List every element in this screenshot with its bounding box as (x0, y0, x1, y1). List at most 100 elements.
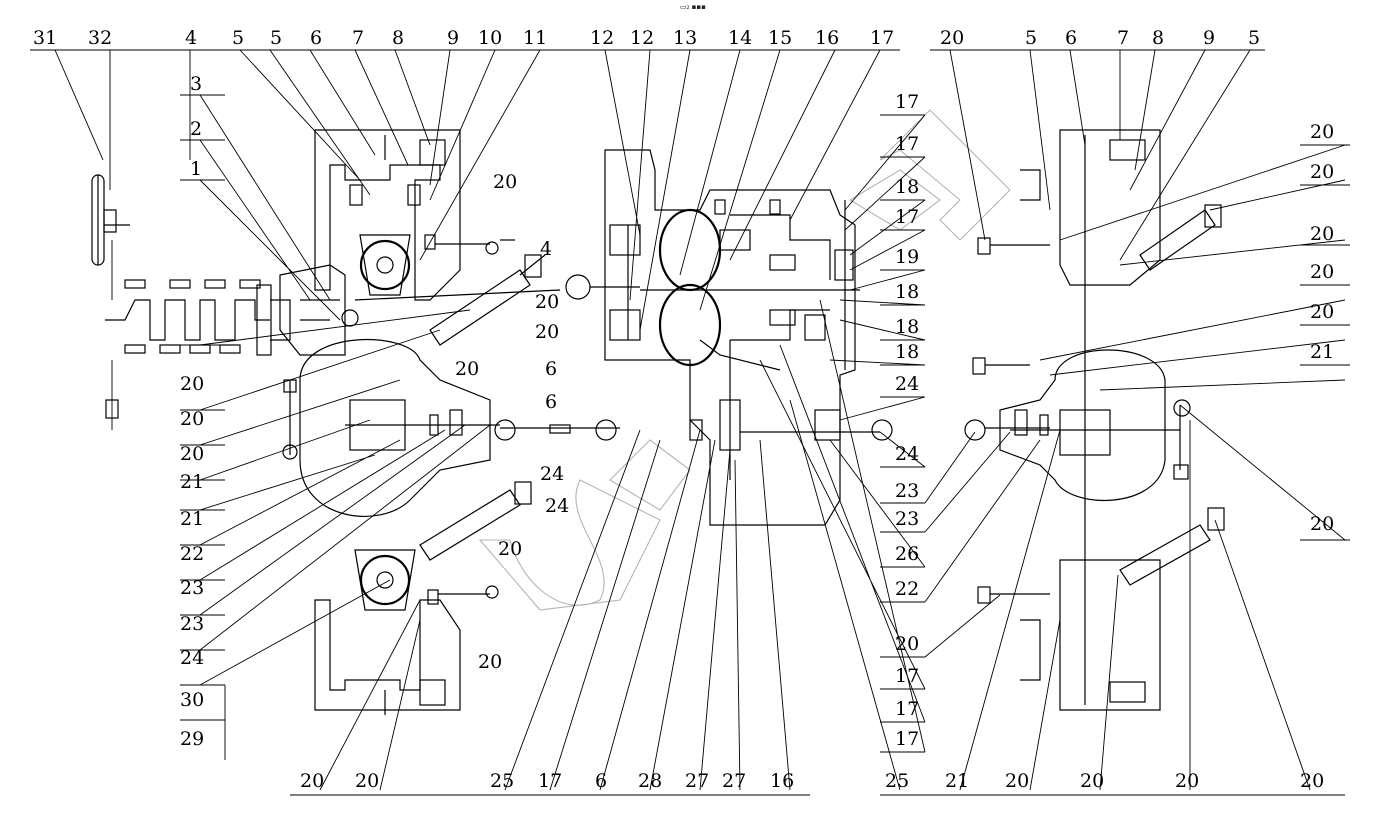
label-bottom: 25 (885, 770, 909, 792)
mid-labels: 20 4 20 20 20 6 6 24 24 20 20 17 17 18 1… (455, 91, 919, 750)
label-left: 24 (180, 647, 204, 669)
label-mid: 20 (493, 171, 517, 193)
label-right: 20 (1310, 513, 1334, 535)
label-left: 20 (180, 443, 204, 465)
label-top: 9 (447, 27, 459, 49)
transmission-central (604, 149, 860, 526)
right-leaders (1039, 144, 1346, 541)
propeller-shafts (354, 274, 1050, 441)
label-top: 13 (673, 27, 697, 49)
label-mid: 6 (545, 391, 557, 413)
label-mid: 6 (545, 358, 557, 380)
label-left: 21 (180, 471, 204, 493)
label-top: 5 (232, 27, 244, 49)
label-bottom: 16 (770, 770, 794, 792)
left-leaders (199, 94, 491, 686)
left-label-column: 3 2 1 20 20 20 21 21 22 23 23 24 30 29 (180, 73, 226, 760)
label-right: 20 (1310, 161, 1334, 183)
label-left: 23 (180, 577, 204, 599)
label-top: 5 (1248, 27, 1260, 49)
label-top: 32 (88, 27, 112, 49)
label-top: 10 (478, 27, 502, 49)
label-left: 20 (180, 373, 204, 395)
label-mid: 17 (895, 91, 919, 113)
label-bottom: 20 (1005, 770, 1029, 792)
label-top: 9 (1203, 27, 1215, 49)
label-top: 7 (1117, 27, 1129, 49)
label-left: 22 (180, 543, 204, 565)
label-mid: 23 (895, 480, 919, 502)
label-top: 6 (310, 27, 322, 49)
watermark-outline (478, 109, 1011, 611)
label-bottom: 17 (538, 770, 562, 792)
label-bottom: 28 (638, 770, 662, 792)
bottom-leaders (319, 399, 1311, 791)
label-bottom: 20 (1080, 770, 1104, 792)
label-mid: 17 (895, 133, 919, 155)
engine-crankshaft (91, 174, 359, 430)
label-bottom: 21 (945, 770, 969, 792)
label-bottom: 20 (300, 770, 324, 792)
differential-right (999, 349, 1191, 502)
label-mid: 17 (895, 698, 919, 720)
label-bottom: 25 (490, 770, 514, 792)
label-bottom: 6 (595, 770, 607, 792)
wheel-hub-front-left (314, 129, 515, 301)
label-left: 23 (180, 613, 204, 635)
label-left: 2 (190, 118, 202, 140)
label-mid: 26 (895, 543, 919, 565)
steering-cylinders (419, 204, 1225, 586)
label-mid: 20 (455, 358, 479, 380)
label-top: 15 (768, 27, 792, 49)
label-top: 12 (590, 27, 614, 49)
label-bottom: 27 (722, 770, 746, 792)
label-mid: 24 (895, 373, 919, 395)
label-mid: 20 (535, 291, 559, 313)
label-left: 20 (180, 408, 204, 430)
label-top: 8 (392, 27, 404, 49)
label-top: 11 (523, 27, 547, 49)
label-left: 3 (190, 73, 202, 95)
label-bottom: 20 (1175, 770, 1199, 792)
axle-right (972, 129, 1161, 711)
label-top: 5 (270, 27, 282, 49)
label-mid: 20 (498, 538, 522, 560)
label-top: 16 (815, 27, 839, 49)
label-top: 7 (352, 27, 364, 49)
label-top: 8 (1152, 27, 1164, 49)
header-mark: ▭₂ ▪▪▪ (680, 3, 706, 11)
label-bottom: 27 (685, 770, 709, 792)
label-top: 5 (1025, 27, 1037, 49)
label-bottom: 20 (355, 770, 379, 792)
label-bottom: 20 (1300, 770, 1324, 792)
label-mid: 20 (535, 321, 559, 343)
label-left: 29 (180, 728, 204, 750)
wheel-hub-rear-left (314, 549, 499, 715)
label-right: 20 (1310, 223, 1334, 245)
label-mid: 23 (895, 508, 919, 530)
label-mid: 18 (895, 316, 919, 338)
label-right: 21 (1310, 341, 1334, 363)
label-top: 17 (870, 27, 894, 49)
label-mid: 17 (895, 206, 919, 228)
differential-left (282, 338, 500, 517)
label-top: 31 (33, 27, 57, 49)
mid-label-underlines (759, 114, 1041, 753)
label-top: 14 (728, 27, 752, 49)
label-mid: 19 (895, 246, 919, 268)
top-leaders (54, 49, 1251, 331)
top-label-row: 31 32 4 5 5 6 7 8 9 10 11 12 12 13 14 15… (30, 27, 1265, 51)
label-left: 1 (190, 158, 202, 180)
label-left: 30 (180, 689, 204, 711)
label-mid: 18 (895, 176, 919, 198)
label-mid: 20 (478, 651, 502, 673)
bottom-label-row: 20 20 25 17 6 28 27 27 16 25 21 20 20 20… (290, 770, 1345, 796)
label-right: 20 (1310, 121, 1334, 143)
label-top: 6 (1065, 27, 1077, 49)
label-mid: 24 (540, 463, 564, 485)
label-left: 21 (180, 508, 204, 530)
label-top: 4 (185, 27, 197, 49)
label-mid: 17 (895, 728, 919, 750)
label-right: 20 (1310, 261, 1334, 283)
label-right: 20 (1310, 301, 1334, 323)
